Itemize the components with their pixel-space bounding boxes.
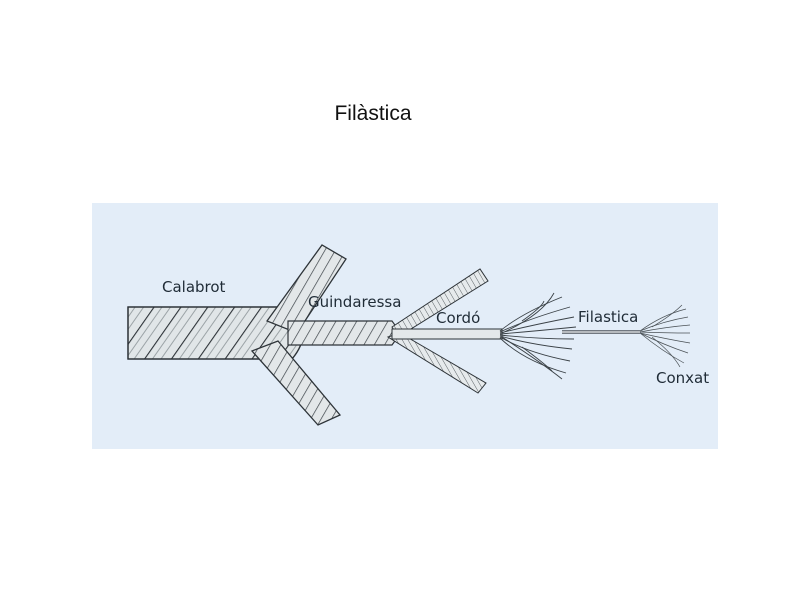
conxat-fibres (639, 304, 691, 368)
cordo-strand-down (386, 332, 487, 394)
label-guindaressa: Guindaressa (308, 293, 402, 311)
guindaressa-strand-down (250, 340, 342, 426)
rope-diagram-panel: Calabrot Guindaressa Cordó Filastica Con… (92, 203, 718, 449)
rope-diagram (127, 244, 691, 426)
guindaressa-rope (287, 320, 398, 346)
cordo-rope (391, 328, 503, 340)
label-conxat: Conxat (656, 369, 710, 387)
label-calabrot: Calabrot (162, 278, 226, 296)
label-filastica: Filastica (578, 308, 639, 326)
guindaressa-strand-up (265, 244, 347, 334)
label-cordo: Cordó (436, 309, 481, 327)
cordo-fibres (499, 292, 577, 380)
page-title: Filàstica (334, 102, 412, 125)
